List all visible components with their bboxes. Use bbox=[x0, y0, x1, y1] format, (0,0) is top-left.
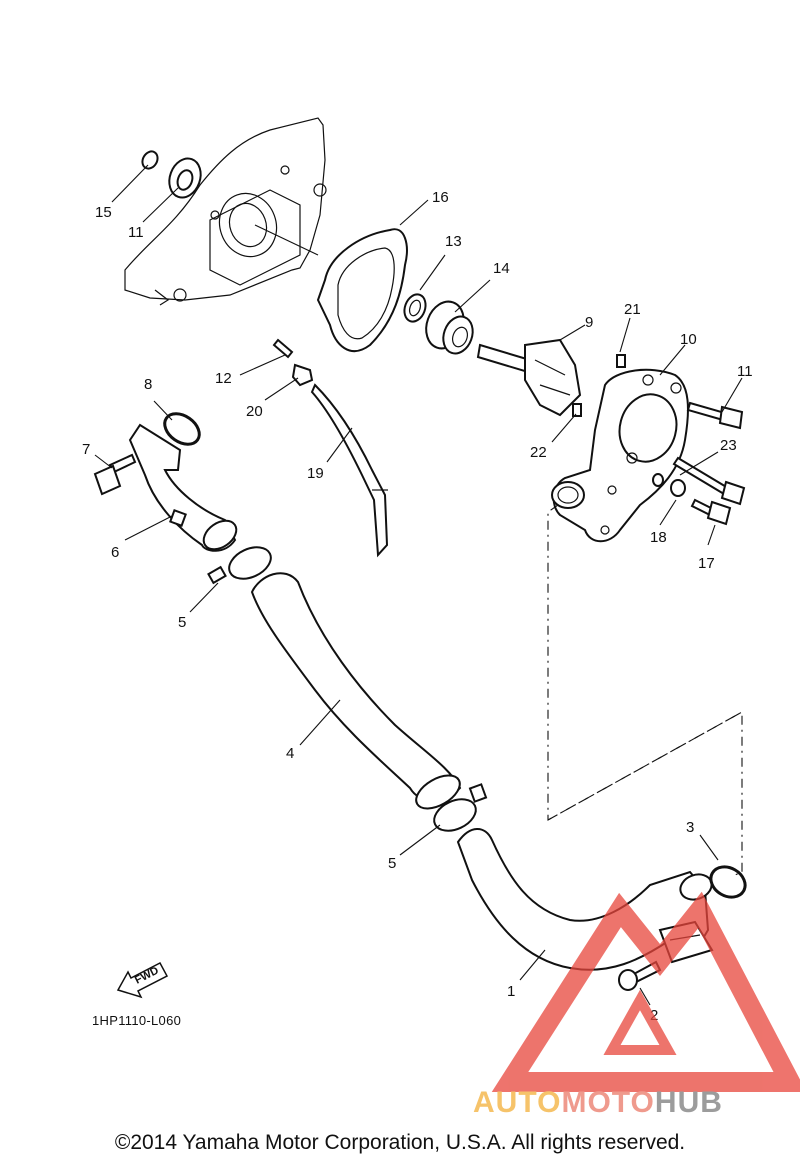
mechanical-seal bbox=[425, 300, 474, 355]
callout-7: 7 bbox=[82, 441, 90, 458]
watermark-hub: HUB bbox=[655, 1086, 723, 1119]
dowel-pin bbox=[616, 354, 626, 368]
o-ring bbox=[709, 865, 747, 899]
callout-3: 3 bbox=[686, 819, 694, 836]
watermark-auto: AUTO bbox=[473, 1086, 561, 1119]
water-hose bbox=[250, 572, 462, 810]
circlip bbox=[141, 150, 159, 170]
callout-21: 20 bbox=[246, 403, 263, 420]
callout-8: 8 bbox=[144, 376, 152, 393]
callout-17: 16 bbox=[432, 189, 449, 206]
crankcase-cover bbox=[124, 117, 327, 306]
callout-5: 5 bbox=[178, 614, 186, 631]
copyright-notice: ©2014 Yamaha Motor Corporation, U.S.A. A… bbox=[114, 1131, 686, 1154]
callout-15: 14 bbox=[493, 260, 510, 277]
watermark-text: AUTOMOTOHUB bbox=[473, 1086, 723, 1119]
dowel-pin bbox=[572, 403, 582, 417]
water-pump-housing bbox=[551, 368, 689, 543]
callout-6: 6 bbox=[111, 544, 119, 561]
o-ring bbox=[163, 412, 201, 446]
bolt bbox=[93, 453, 137, 496]
long-bolt bbox=[672, 456, 746, 506]
watermark-logo bbox=[491, 891, 800, 1092]
callout-5b: 5 bbox=[388, 855, 396, 872]
callout-16: 15 bbox=[95, 204, 112, 221]
callout-22: 21 bbox=[624, 301, 641, 318]
hose-clamp bbox=[433, 783, 488, 832]
bolt bbox=[690, 498, 732, 526]
callout-22b: 22 bbox=[530, 444, 547, 461]
assembly-lines bbox=[547, 504, 743, 876]
washer bbox=[670, 479, 686, 497]
bearing bbox=[168, 157, 202, 199]
part-code: 1HP1110-L060 bbox=[92, 1013, 182, 1028]
callout-4: 4 bbox=[286, 745, 294, 762]
callout-14: 13 bbox=[445, 233, 462, 250]
fwd-arrow-icon: FWD bbox=[116, 961, 169, 999]
gasket bbox=[316, 228, 408, 352]
hose-clip bbox=[291, 363, 314, 387]
outlet-pipe bbox=[128, 423, 238, 552]
leader-lines bbox=[94, 164, 743, 1006]
callout-numbers: 15 11 16 13 14 9 21 10 11 22 23 18 17 12… bbox=[82, 189, 753, 1024]
watermark-moto: MOTO bbox=[561, 1086, 654, 1119]
callout-1: 1 bbox=[507, 983, 515, 1000]
callout-10: 10 bbox=[680, 331, 697, 348]
bolt bbox=[686, 401, 744, 430]
hose-clamp bbox=[207, 546, 272, 585]
callout-12: 11 bbox=[128, 224, 144, 241]
callout-9: 9 bbox=[585, 314, 593, 331]
pin bbox=[272, 338, 294, 359]
callout-11: 11 bbox=[737, 363, 753, 380]
impeller-shaft bbox=[476, 338, 582, 417]
oil-seal bbox=[403, 293, 427, 323]
callout-20: 19 bbox=[307, 465, 324, 482]
callout-18: 17 bbox=[698, 555, 715, 572]
breather-hose bbox=[310, 383, 389, 558]
washer bbox=[652, 473, 664, 487]
callout-13: 12 bbox=[215, 370, 232, 387]
callout-23: 23 bbox=[720, 437, 737, 454]
callout-19: 18 bbox=[650, 529, 667, 546]
